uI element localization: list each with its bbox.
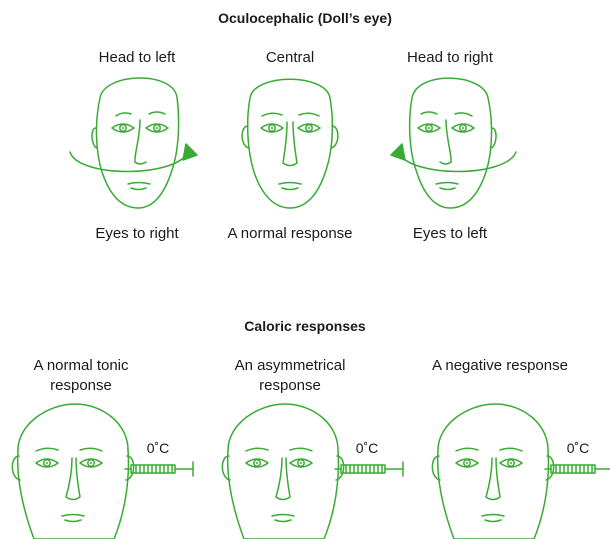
head-right-face — [410, 78, 496, 208]
caloric-negative-face — [432, 404, 553, 539]
arrowhead-left-icon — [391, 144, 405, 160]
caloric-normal-syringe — [125, 462, 193, 476]
caloric-asymmetrical-syringe — [335, 462, 403, 476]
head-left-face — [92, 78, 179, 208]
caloric-normal-face — [12, 404, 133, 539]
rotation-arrow-right — [70, 152, 188, 172]
arrowhead-right-icon — [183, 144, 197, 160]
caloric-negative-syringe — [545, 462, 610, 476]
caloric-asymmetrical-face — [222, 404, 343, 539]
central-face — [242, 79, 338, 208]
